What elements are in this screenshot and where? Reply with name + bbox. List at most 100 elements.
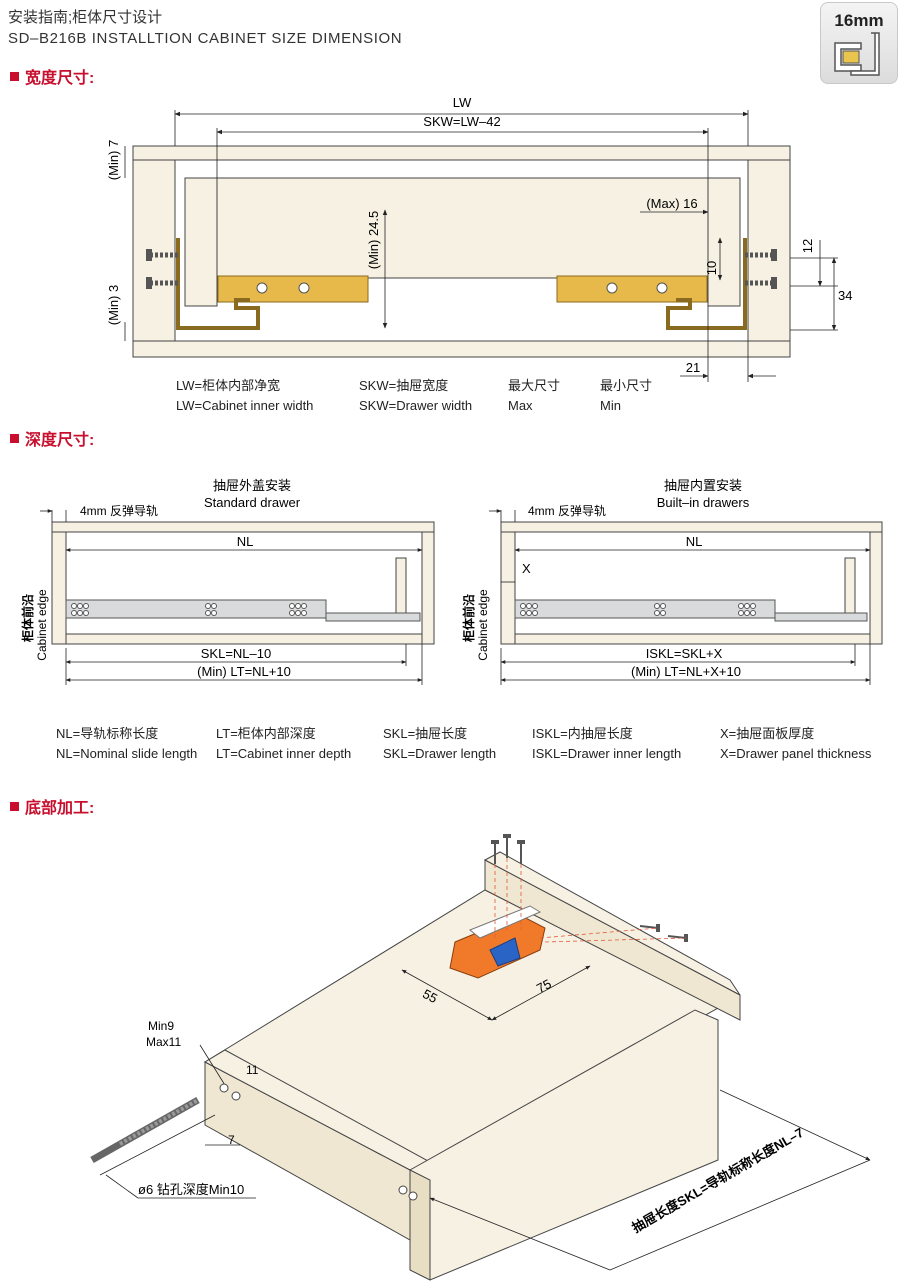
- panel-profile-icon: [834, 32, 880, 76]
- drill-hole: [408, 1191, 418, 1201]
- screw-icon: [745, 249, 777, 261]
- right-slide-tail: [774, 612, 868, 622]
- dim-12: 12: [800, 239, 815, 253]
- drill-hole: [398, 1185, 408, 1195]
- cabinet-left-side: [132, 159, 176, 342]
- dim-7: 7: [228, 1133, 235, 1147]
- left-drawer-back: [395, 557, 407, 619]
- rail-hole: [656, 282, 668, 294]
- dim-min9: Min9: [148, 1019, 174, 1033]
- section-bullet: [10, 433, 19, 443]
- left-cabinet-top: [51, 521, 435, 533]
- depth-left-edge-en: Cabinet edge: [35, 589, 49, 661]
- depth-right-title-en: Built–in drawers: [657, 495, 750, 510]
- dim-75: 75: [534, 976, 554, 996]
- depth-left-skl: SKL=NL–10: [201, 646, 271, 661]
- depth-right-edge-cn: 柜体前沿: [461, 594, 476, 643]
- depth-left-lt: (Min) LT=NL+10: [197, 664, 291, 679]
- dim-min3: (Min) 3: [106, 285, 121, 325]
- depth-right-title-cn: 抽屉内置安装: [664, 478, 742, 493]
- depth-diagram: 抽屉外盖安装 Standard drawer 4mm 反弹导轨 NL SKL=N…: [20, 478, 883, 685]
- left-slide: [65, 599, 327, 619]
- right-cabinet-top: [500, 521, 883, 533]
- right-cabinet-bottom: [514, 633, 871, 645]
- depth-right-edge-en: Cabinet edge: [476, 589, 490, 661]
- depth-right-x: X: [522, 561, 531, 576]
- section-heading-depth-label: 深度尺寸:: [25, 432, 95, 449]
- screw-icon: [745, 277, 777, 289]
- page-title-cn: 安装指南;柜体尺寸设计: [8, 9, 163, 26]
- rail-hole: [606, 282, 618, 294]
- section-heading-bottom-label: 底部加工:: [25, 800, 95, 817]
- bottom-diagram: 55 75 Min9 Max11 11 7 ø6 钻孔深度Min10 抽屉长度S…: [90, 834, 871, 1281]
- left-cabinet-bottom: [65, 633, 423, 645]
- depth-left-nl: NL: [237, 534, 254, 549]
- section-bullet: [10, 801, 19, 811]
- dim-min245: (Min) 24.5: [366, 211, 381, 270]
- cabinet-right-side: [747, 159, 791, 342]
- left-cabinet-front: [51, 531, 67, 645]
- left-bracket: [176, 238, 260, 330]
- right-drawer-back: [844, 557, 856, 619]
- drill-hole: [231, 1091, 241, 1101]
- dim-skw: SKW=LW–42: [423, 114, 500, 129]
- right-cabinet-back: [869, 531, 883, 645]
- dim-21: 21: [686, 360, 700, 375]
- right-slide: [514, 599, 776, 619]
- depth-right-rail: 4mm 反弹导轨: [528, 504, 606, 518]
- page-title-en: SD–B216B INSTALLTION CABINET SIZE DIMENS…: [8, 30, 403, 47]
- dim-lw: LW: [453, 95, 472, 110]
- section-heading-depth: 深度尺寸:: [10, 426, 94, 450]
- depth-left-rail: 4mm 反弹导轨: [80, 504, 158, 518]
- left-slide-tail: [325, 612, 421, 622]
- drill-bit-icon: [90, 1096, 200, 1164]
- rail-hole: [298, 282, 310, 294]
- dim-max11: Max11: [146, 1035, 181, 1049]
- thickness-badge: 16mm: [820, 2, 898, 84]
- depth-left-title-en: Standard drawer: [204, 495, 301, 510]
- dim-11: 11: [246, 1063, 259, 1077]
- screw-icon: [517, 840, 525, 864]
- dim-max16: (Max) 16: [646, 196, 697, 211]
- screw-icon: [491, 840, 499, 864]
- drawer-left-wall: [184, 177, 218, 307]
- screw-icon: [146, 249, 178, 261]
- cabinet-bottom: [132, 340, 791, 358]
- depth-right-nl: NL: [686, 534, 703, 549]
- drawer-box: [184, 177, 741, 279]
- depth-right-iskl: ISKL=SKL+X: [646, 646, 723, 661]
- section-heading-width: 宽度尺寸:: [10, 64, 94, 88]
- drawer-front-edge: [409, 1169, 431, 1281]
- drill-hole: [219, 1083, 229, 1093]
- section-bullet: [10, 71, 19, 81]
- right-rail: [556, 275, 708, 303]
- right-bracket: [666, 238, 747, 330]
- dim-55: 55: [420, 986, 440, 1006]
- screw-icon: [503, 834, 511, 858]
- depth-left-edge-cn: 柜体前沿: [20, 594, 35, 643]
- drawer-right-wall: [707, 177, 741, 307]
- depth-right-lt: (Min) LT=NL+X+10: [631, 664, 741, 679]
- thickness-badge-label: 16mm: [834, 11, 884, 30]
- width-diagram: LW SKW=LW–42 (Min) 7 (Min) 3 (Min) 24.5 …: [106, 95, 852, 382]
- screw-icon: [639, 924, 660, 932]
- dim-10: 10: [704, 261, 719, 275]
- left-rail: [217, 275, 369, 303]
- drill-note: ø6 钻孔深度Min10: [138, 1182, 244, 1197]
- rail-hole: [256, 282, 268, 294]
- right-cabinet-front: [500, 531, 516, 645]
- dim-34: 34: [838, 288, 852, 303]
- locking-clip: [449, 905, 546, 979]
- section-heading-bottom: 底部加工:: [10, 794, 94, 818]
- screw-icon: [146, 277, 178, 289]
- cabinet-top: [132, 145, 791, 161]
